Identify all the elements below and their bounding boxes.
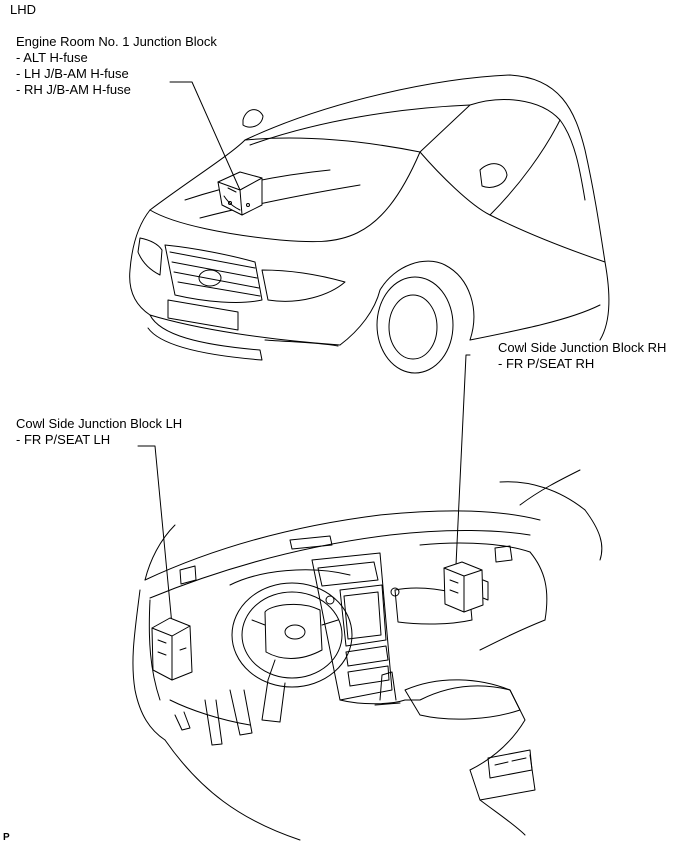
leader-lines <box>137 81 471 626</box>
footer-mark: P <box>3 832 10 843</box>
engine-room-item-3: - RH J/B-AM H-fuse <box>16 82 131 97</box>
engine-room-title: Engine Room No. 1 Junction Block <box>16 34 217 49</box>
cowl-lh-title: Cowl Side Junction Block LH <box>16 416 183 431</box>
engine-room-item-2: - LH J/B-AM H-fuse <box>16 66 129 81</box>
lhd-label: LHD <box>10 2 37 17</box>
cowl-rh-title: Cowl Side Junction Block RH <box>498 340 667 355</box>
car-exterior-drawing <box>129 74 610 374</box>
cowl-rh-item-1: - FR P/SEAT RH <box>498 356 595 371</box>
interior-drawing <box>132 469 603 841</box>
cowl-lh-item-1: - FR P/SEAT LH <box>16 432 111 447</box>
engine-room-item-1: - ALT H-fuse <box>16 50 88 65</box>
